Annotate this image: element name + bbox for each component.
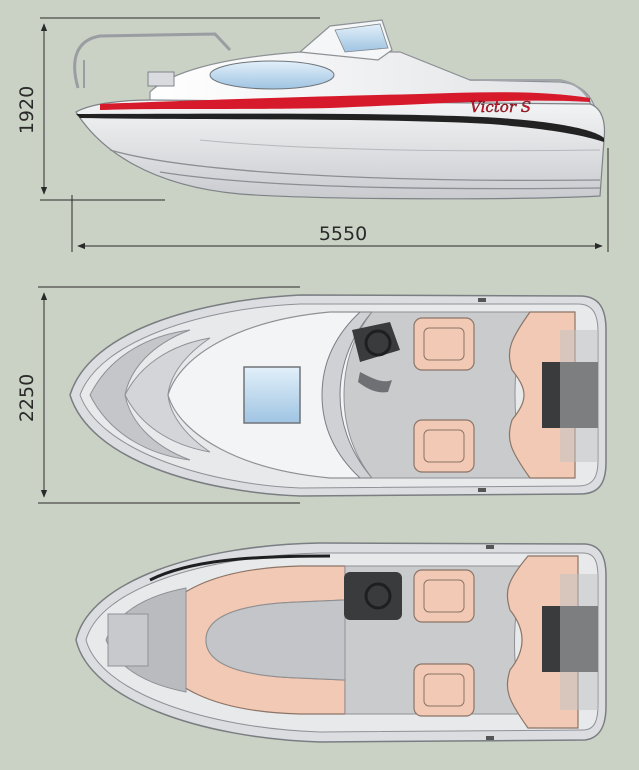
hull-decal: Victor S xyxy=(470,98,531,116)
helm-seat-open xyxy=(413,569,475,623)
helm-console-open xyxy=(344,572,402,620)
steering-wheel-icon-open xyxy=(364,582,392,610)
side-view: Victor S xyxy=(73,19,606,200)
top-view-open xyxy=(75,542,607,743)
passenger-seat xyxy=(413,419,475,473)
cabin-window xyxy=(209,60,335,90)
hull-stripe-red xyxy=(100,92,590,110)
length-dimension-label: 5550 xyxy=(319,223,367,245)
beam-dimension-label: 2250 xyxy=(16,374,38,422)
deck-hatch xyxy=(243,366,301,424)
dimension-lines xyxy=(38,17,609,504)
bow-railing xyxy=(73,32,232,89)
steering-wheel-icon xyxy=(364,329,392,357)
side-hatch xyxy=(147,71,175,87)
side-hull xyxy=(75,99,606,200)
helm-seat xyxy=(413,317,475,371)
hull-stripe-dark xyxy=(76,113,604,142)
top-view-cabin xyxy=(69,294,607,497)
passenger-seat-open xyxy=(413,663,475,717)
height-dimension-label: 1920 xyxy=(16,86,38,134)
